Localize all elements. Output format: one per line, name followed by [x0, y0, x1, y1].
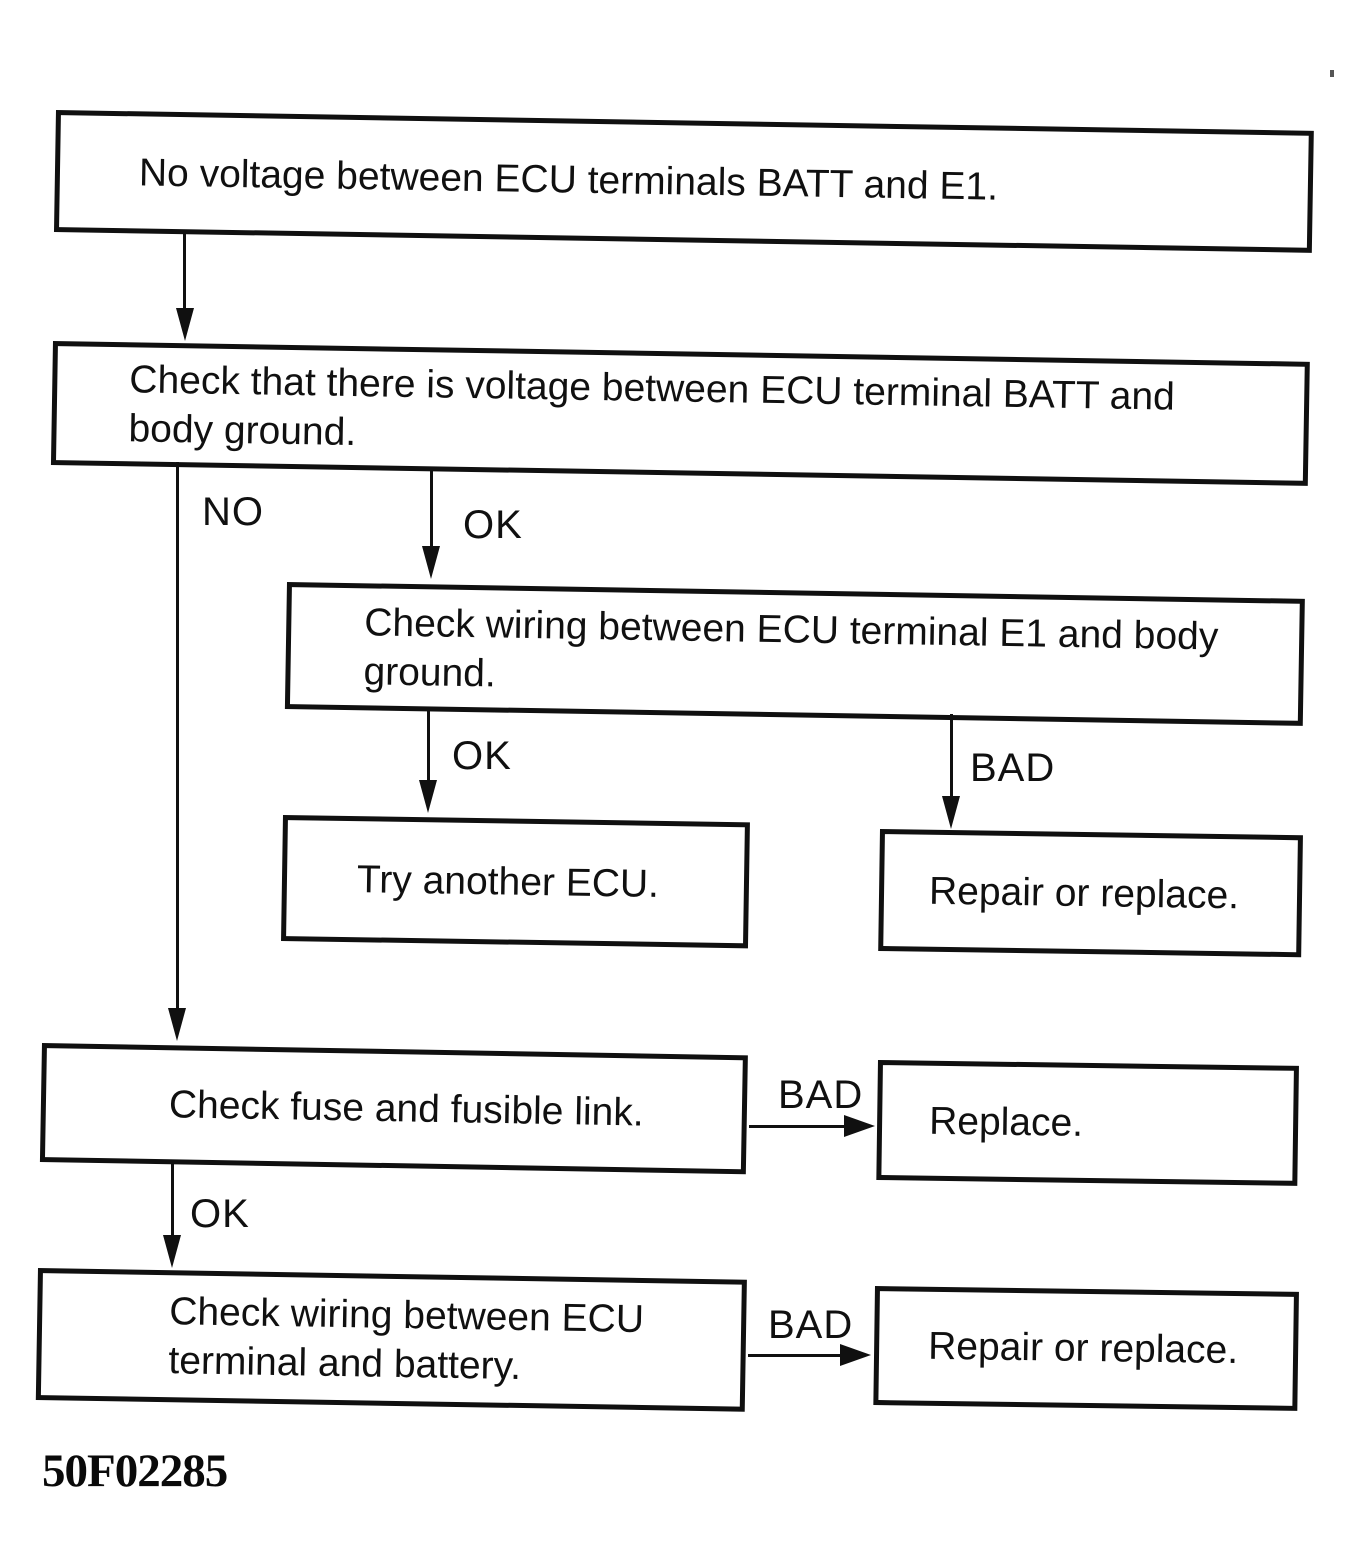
connector-ok-n3-n4: [427, 710, 430, 782]
node-no-voltage-batt-e1: No voltage between ECU terminals BATT an…: [53, 110, 1314, 253]
edge-label-no-1: NO: [202, 490, 264, 534]
arrowhead-bad-n8-n9: [840, 1344, 871, 1366]
connector-n1-n2: [183, 230, 186, 310]
edge-label-ok-1: OK: [463, 503, 523, 547]
edge-label-ok-3: OK: [190, 1192, 250, 1236]
edge-label-bad-2: BAD: [970, 746, 1056, 790]
scan-speck: [1330, 70, 1334, 77]
edge-label-bad-3: BAD: [778, 1073, 864, 1117]
node-check-wiring-terminal-battery: Check wiring between ECU terminal and ba…: [35, 1268, 747, 1412]
edge-label-ok-2: OK: [452, 734, 512, 778]
edge-label-bad-4: BAD: [768, 1303, 854, 1347]
node-replace: Replace.: [876, 1060, 1299, 1186]
node-repair-or-replace-2: Repair or replace.: [873, 1286, 1299, 1411]
node-repair-or-replace-1: Repair or replace.: [878, 829, 1303, 958]
arrowhead-ok-n6-n8: [163, 1235, 181, 1268]
arrowhead-bad-n6-n7: [844, 1115, 875, 1137]
figure-code: 50F02285: [42, 1445, 228, 1497]
arrowhead-no-n2-n6: [168, 1008, 186, 1041]
node-check-voltage-batt-ground: Check that there is voltage between ECU …: [50, 341, 1310, 486]
connector-ok-n6-n8: [171, 1162, 174, 1236]
node-try-another-ecu: Try another ECU.: [281, 815, 750, 949]
connector-ok-n2-n3: [430, 468, 433, 548]
connector-bad-n3-n5: [950, 714, 953, 798]
node-check-fuse-fusible-link: Check fuse and fusible link.: [39, 1043, 748, 1175]
arrowhead-bad-n3-n5: [942, 796, 960, 829]
connector-no-n2-n6: [176, 462, 179, 1010]
arrowhead-ok-n2-n3: [422, 546, 440, 579]
arrowhead-n1-n2: [176, 308, 194, 341]
connector-bad-n6-n7: [749, 1125, 846, 1128]
arrowhead-ok-n3-n4: [419, 780, 437, 813]
node-check-wiring-e1-ground: Check wiring between ECU terminal E1 and…: [284, 582, 1305, 726]
connector-bad-n8-n9: [748, 1354, 842, 1357]
